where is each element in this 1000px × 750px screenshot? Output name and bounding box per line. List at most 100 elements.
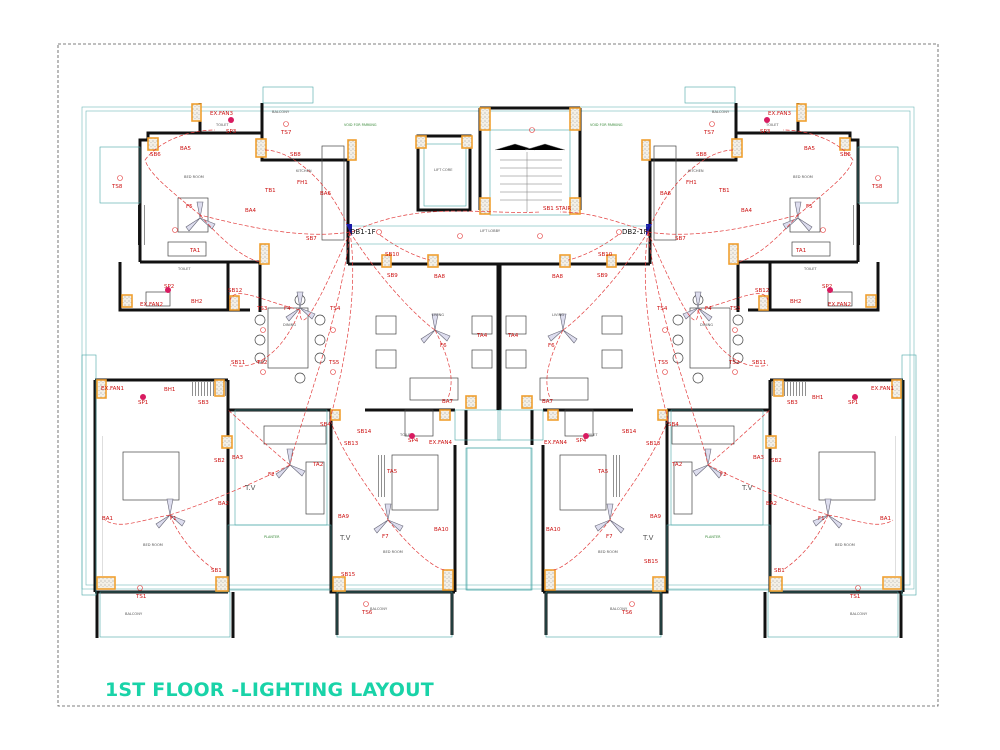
sheet-border [57,43,939,707]
svg-text:BALCONY: BALCONY [850,612,868,616]
svg-text:TS1: TS1 [849,594,860,600]
svg-text:BA10: BA10 [546,527,561,533]
svg-text:SP1: SP1 [138,400,148,406]
svg-text:SB4: SB4 [668,422,679,428]
svg-text:BA9: BA9 [650,514,662,520]
svg-text:SP3: SP3 [226,129,237,135]
svg-text:EX.FAN2: EX.FAN2 [828,302,851,308]
svg-text:EX.FAN4: EX.FAN4 [429,440,453,446]
svg-text:BA7: BA7 [442,399,454,405]
svg-text:BH2: BH2 [790,299,801,305]
svg-text:SP4: SP4 [408,438,419,444]
svg-text:FH1: FH1 [686,180,697,186]
svg-text:EX.FAN4: EX.FAN4 [544,440,568,446]
svg-text:SB13: SB13 [344,441,359,447]
svg-text:TB1: TB1 [718,188,730,194]
svg-text:BALCONY: BALCONY [712,110,730,114]
svg-text:TOILET: TOILET [584,433,598,437]
svg-text:TS3: TS3 [256,306,268,312]
svg-text:SB3: SB3 [198,400,209,406]
svg-text:SB4: SB4 [320,422,331,428]
svg-text:TOILET: TOILET [399,433,413,437]
svg-text:BED ROOM: BED ROOM [598,550,618,554]
svg-text:SB15: SB15 [644,559,659,565]
svg-text:TA2: TA2 [312,462,323,468]
svg-text:TOILET: TOILET [765,123,779,127]
svg-text:SP3: SP3 [760,129,771,135]
svg-text:BA3: BA3 [753,455,765,461]
svg-text:BED ROOM: BED ROOM [793,175,813,179]
svg-text:TOILET: TOILET [177,267,191,271]
svg-text:BED ROOM: BED ROOM [835,543,855,547]
svg-text:SB3: SB3 [787,400,798,406]
svg-text:BH1: BH1 [164,387,175,393]
fixture-labels-left: EX.FAN3 SP3 TS7 SB8 BA5 SB6 TS8 F5 BA4 T… [101,111,488,616]
svg-text:LIVING: LIVING [432,313,444,317]
svg-text:BED ROOM: BED ROOM [184,175,204,179]
svg-text:TOILET: TOILET [215,123,229,127]
fixture-markers [117,121,881,607]
svg-text:SB10: SB10 [598,252,613,258]
svg-text:TS5: TS5 [657,360,669,366]
svg-text:TS8: TS8 [111,184,123,190]
db-right-label: DB2-1F [622,228,648,236]
svg-text:BH2: BH2 [191,299,202,305]
svg-text:TA1: TA1 [189,248,200,254]
svg-text:TS1: TS1 [135,594,146,600]
svg-text:T.V: T.V [642,534,654,542]
room-labels-right: BALCONY TOILET BED ROOM KITCHEN TOILET D… [552,110,868,616]
svg-text:F6: F6 [440,343,447,349]
svg-text:TS6: TS6 [621,610,633,616]
svg-text:SB13: SB13 [646,441,661,447]
svg-text:SP1: SP1 [848,400,858,406]
svg-text:SB8: SB8 [290,152,301,158]
svg-text:TS4: TS4 [329,306,341,312]
svg-text:BA4: BA4 [245,208,257,214]
svg-text:BA6: BA6 [660,191,672,197]
svg-text:BA3: BA3 [232,455,244,461]
svg-text:BALCONY: BALCONY [125,612,143,616]
svg-text:BA1: BA1 [102,516,113,522]
svg-text:KITCHEN: KITCHEN [296,169,312,173]
svg-text:SP2: SP2 [822,284,832,290]
svg-text:TA5: TA5 [386,469,398,475]
center-core: LIFT CORE LIFT LOBBY SB1 STAIR [351,106,649,410]
svg-text:EX.FAN3: EX.FAN3 [210,111,234,117]
svg-text:F2: F2 [268,472,275,478]
svg-text:EX.FAN1: EX.FAN1 [101,386,124,392]
svg-text:TS3: TS3 [729,306,741,312]
svg-text:F7: F7 [382,534,389,540]
svg-text:BA2: BA2 [218,501,229,507]
svg-text:F6: F6 [548,343,555,349]
svg-text:EX.FAN3: EX.FAN3 [768,111,792,117]
fixture-labels-right: EX.FAN3 SP3 TS7 SB8 BA5 SB6 TS8 F5 BA4 T… [507,111,894,616]
svg-text:BED ROOM: BED ROOM [143,543,163,547]
svg-text:F1: F1 [170,516,177,522]
svg-text:BA7: BA7 [542,399,554,405]
svg-text:SB11: SB11 [752,360,766,366]
svg-text:VOID FOR PARKING: VOID FOR PARKING [590,123,623,127]
lift-core-label: LIFT CORE [434,168,453,172]
svg-text:SB1: SB1 [774,568,785,574]
svg-text:BALCONY: BALCONY [370,607,388,611]
svg-text:SB7: SB7 [675,236,686,242]
svg-text:SB14: SB14 [622,429,637,435]
room-labels-left: BALCONY TOILET BED ROOM KITCHEN TOILET D… [125,110,444,616]
svg-text:TA4: TA4 [476,333,488,339]
svg-text:SB2: SB2 [214,458,225,464]
svg-text:SB9: SB9 [387,273,398,279]
svg-text:F1: F1 [818,516,825,522]
svg-text:SB14: SB14 [357,429,372,435]
svg-text:TA2: TA2 [671,462,682,468]
svg-text:BED ROOM: BED ROOM [383,550,403,554]
svg-text:SB15: SB15 [341,572,356,578]
svg-text:BA9: BA9 [338,514,350,520]
svg-text:EX.FAN2: EX.FAN2 [140,302,163,308]
svg-text:SB2: SB2 [771,458,782,464]
svg-text:SP4: SP4 [576,438,587,444]
svg-text:BA6: BA6 [320,191,332,197]
db-left-label: DB1-1F [350,228,376,236]
left-apartment-unit [81,86,532,638]
svg-text:BA1: BA1 [880,516,891,522]
svg-text:TS2: TS2 [256,360,267,366]
